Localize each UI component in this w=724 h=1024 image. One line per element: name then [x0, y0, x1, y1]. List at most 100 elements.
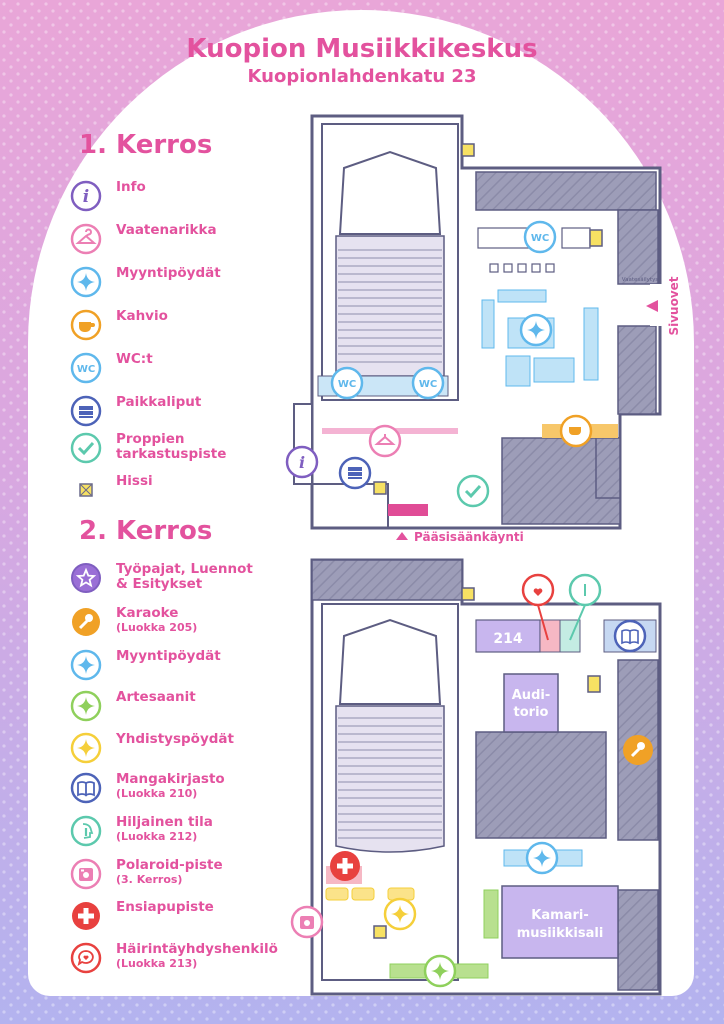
legend-label-line2: tarkastuspiste — [116, 446, 227, 462]
legend-item-paikkaliput: Paikkaliput — [70, 395, 201, 427]
sparkle-icon — [70, 266, 102, 298]
association-tables-icon — [383, 897, 417, 931]
cafe-icon — [559, 414, 593, 448]
legend-label-line2: & Esitykset — [116, 576, 203, 592]
legend-item-hiljainen-tila: Hiljainen tila(Luokka 212) — [70, 815, 213, 847]
wc-icon: WC — [411, 366, 445, 400]
heart-speech-bubble-icon — [70, 942, 102, 974]
legend-item-tyopajat: Työpajat, Luennot& Esitykset — [70, 562, 253, 594]
prop-check-icon — [456, 474, 490, 508]
sales-tables-icon — [519, 313, 553, 347]
legend-item-hairintayhdyshenkilo: Häirintäyhdyshenkilö(Luokka 213) — [70, 942, 278, 974]
elevator-icon — [79, 483, 93, 497]
main-entrance-arrow — [396, 532, 408, 540]
star-icon — [71, 563, 101, 593]
room-214-label: 214 — [493, 631, 522, 647]
legend-label: Polaroid-piste — [116, 857, 223, 873]
microphone-icon — [72, 608, 100, 636]
svg-text:WC: WC — [531, 233, 549, 244]
legend-item-karaoke: Karaoke(Luokka 205) — [70, 606, 197, 638]
pointer-line — [537, 604, 549, 641]
legend-label: Vaatenarikka — [116, 222, 217, 238]
association-tables — [325, 887, 415, 901]
legend-sublabel: (Luokka 212) — [116, 830, 198, 843]
auditorio-label: Audi- — [512, 688, 550, 703]
ticket-stack-icon — [70, 395, 102, 427]
hatched-area — [595, 437, 621, 499]
artisan-table — [483, 889, 499, 939]
camera-icon — [70, 858, 102, 890]
concert-hall-label: Konsertti- — [352, 643, 425, 658]
side-doors-arrow — [646, 300, 658, 312]
map-title: Kuopion Musiikkikeskus — [186, 34, 538, 64]
legend-item-myyntipoydat-2: Myyntipöydät — [70, 649, 221, 681]
hatched-area — [617, 889, 659, 991]
first-aid-cross-icon — [72, 902, 100, 930]
room-214 — [475, 619, 541, 653]
elevator-marker — [461, 587, 475, 601]
svg-text:i: i — [83, 187, 89, 207]
sparkle-icon — [70, 690, 102, 722]
legend-label: Mangakirjasto — [116, 771, 225, 787]
map-address: Kuopionlahdenkatu 23 — [247, 66, 477, 87]
legend-label: Kahvio — [116, 308, 168, 324]
chamber-music-hall — [501, 885, 619, 959]
harassment-contact-icon — [521, 573, 555, 607]
legend-label: Häirintäyhdyshenkilö — [116, 941, 278, 957]
floor-2-heading: 2. Kerros — [79, 516, 213, 546]
svg-text:WC: WC — [419, 379, 437, 390]
seat-rows — [338, 717, 442, 839]
legend-label: Paikkaliput — [116, 394, 202, 410]
main-entrance-doors — [388, 504, 428, 516]
elevator-marker — [461, 143, 475, 157]
info-icon: i — [70, 180, 102, 212]
checkmark-icon — [70, 432, 102, 464]
ticket-icon — [338, 456, 372, 490]
shush-icon — [70, 815, 102, 847]
hanger-icon — [70, 223, 102, 255]
legend-label: Ensiapupiste — [116, 899, 214, 915]
elevator-marker — [587, 675, 601, 693]
legend-sublabel: (Luokka 210) — [116, 787, 198, 800]
legend-label: Artesaanit — [116, 689, 196, 705]
legend-sublabel: (Luokka 213) — [116, 957, 198, 970]
legend-label: Info — [116, 179, 146, 195]
first-aid-icon — [330, 851, 360, 881]
legend-label: WC:t — [116, 351, 153, 367]
svg-text:WC: WC — [77, 364, 95, 375]
floor-1-plan: Konsertti- sali — [285, 114, 681, 544]
legend-label: Proppien — [116, 431, 185, 447]
stage — [338, 618, 442, 705]
legend-item-mangakirjasto: Mangakirjasto(Luokka 210) — [70, 772, 225, 804]
auditorio-label-2: torio — [514, 705, 549, 720]
sparkle-icon — [70, 732, 102, 764]
info-icon: i — [285, 445, 319, 479]
hatched-area — [617, 209, 659, 285]
elevator-marker — [373, 481, 387, 495]
main-entrance-label: Pääsisäänkäynti — [414, 530, 524, 544]
hatched-area — [617, 325, 657, 415]
side-doors-label: Sivuovet — [667, 276, 681, 335]
legend-label: Myyntipöydät — [116, 265, 221, 281]
svg-text:i: i — [299, 453, 305, 472]
legend-item-artesaanit: Artesaanit — [70, 690, 196, 722]
legend-label: Työpajat, Luennot — [116, 561, 253, 577]
chamber-hall-label-2: musiikkisali — [517, 926, 604, 941]
hatched-area — [311, 559, 463, 601]
wc-icon: WC — [70, 352, 102, 384]
legend-label: Hissi — [116, 473, 153, 489]
sparkle-icon — [70, 649, 102, 681]
svg-text:WC: WC — [338, 379, 356, 390]
artisans-icon — [423, 954, 457, 988]
quiet-room-icon — [568, 573, 602, 607]
book-icon — [70, 772, 102, 804]
legend-item-ensiapupiste: Ensiapupiste — [70, 900, 214, 932]
room-small-label: Vaatesäilytys — [622, 277, 659, 283]
coat-check-icon — [368, 424, 402, 458]
wc-icon: WC — [523, 220, 557, 254]
chamber-hall-label: Kamari- — [531, 908, 588, 923]
legend-item-wc: WC WC:t — [70, 352, 153, 384]
seat-rows — [338, 249, 442, 363]
